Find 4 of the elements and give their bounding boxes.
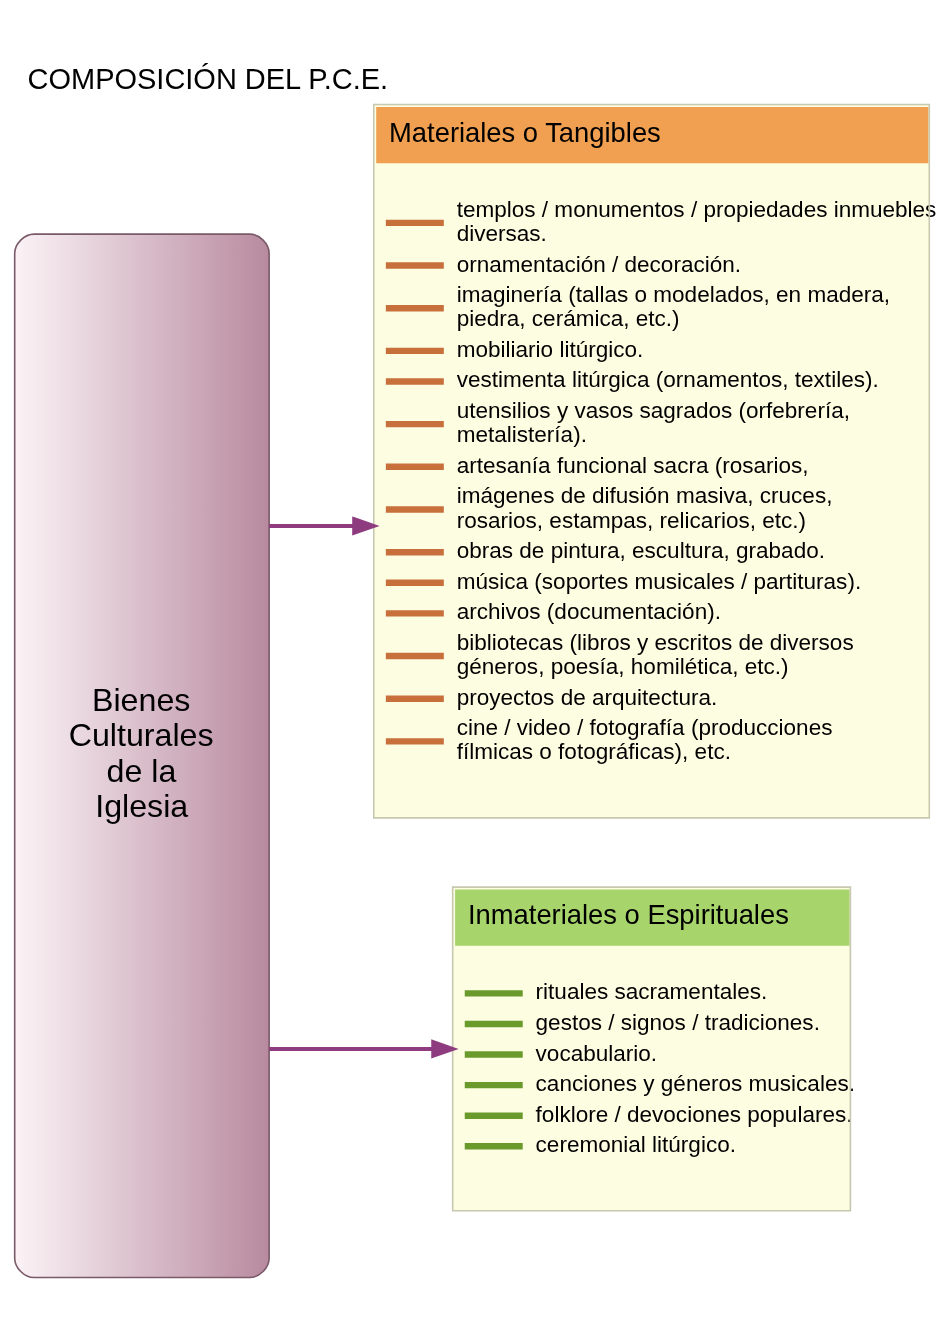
diagram-title: COMPOSICIÓN DEL P.C.E. bbox=[27, 63, 389, 96]
arrow bbox=[269, 1039, 459, 1059]
node-box: Bienes Culturales de la Iglesia bbox=[13, 233, 270, 1279]
arrow bbox=[269, 516, 380, 536]
